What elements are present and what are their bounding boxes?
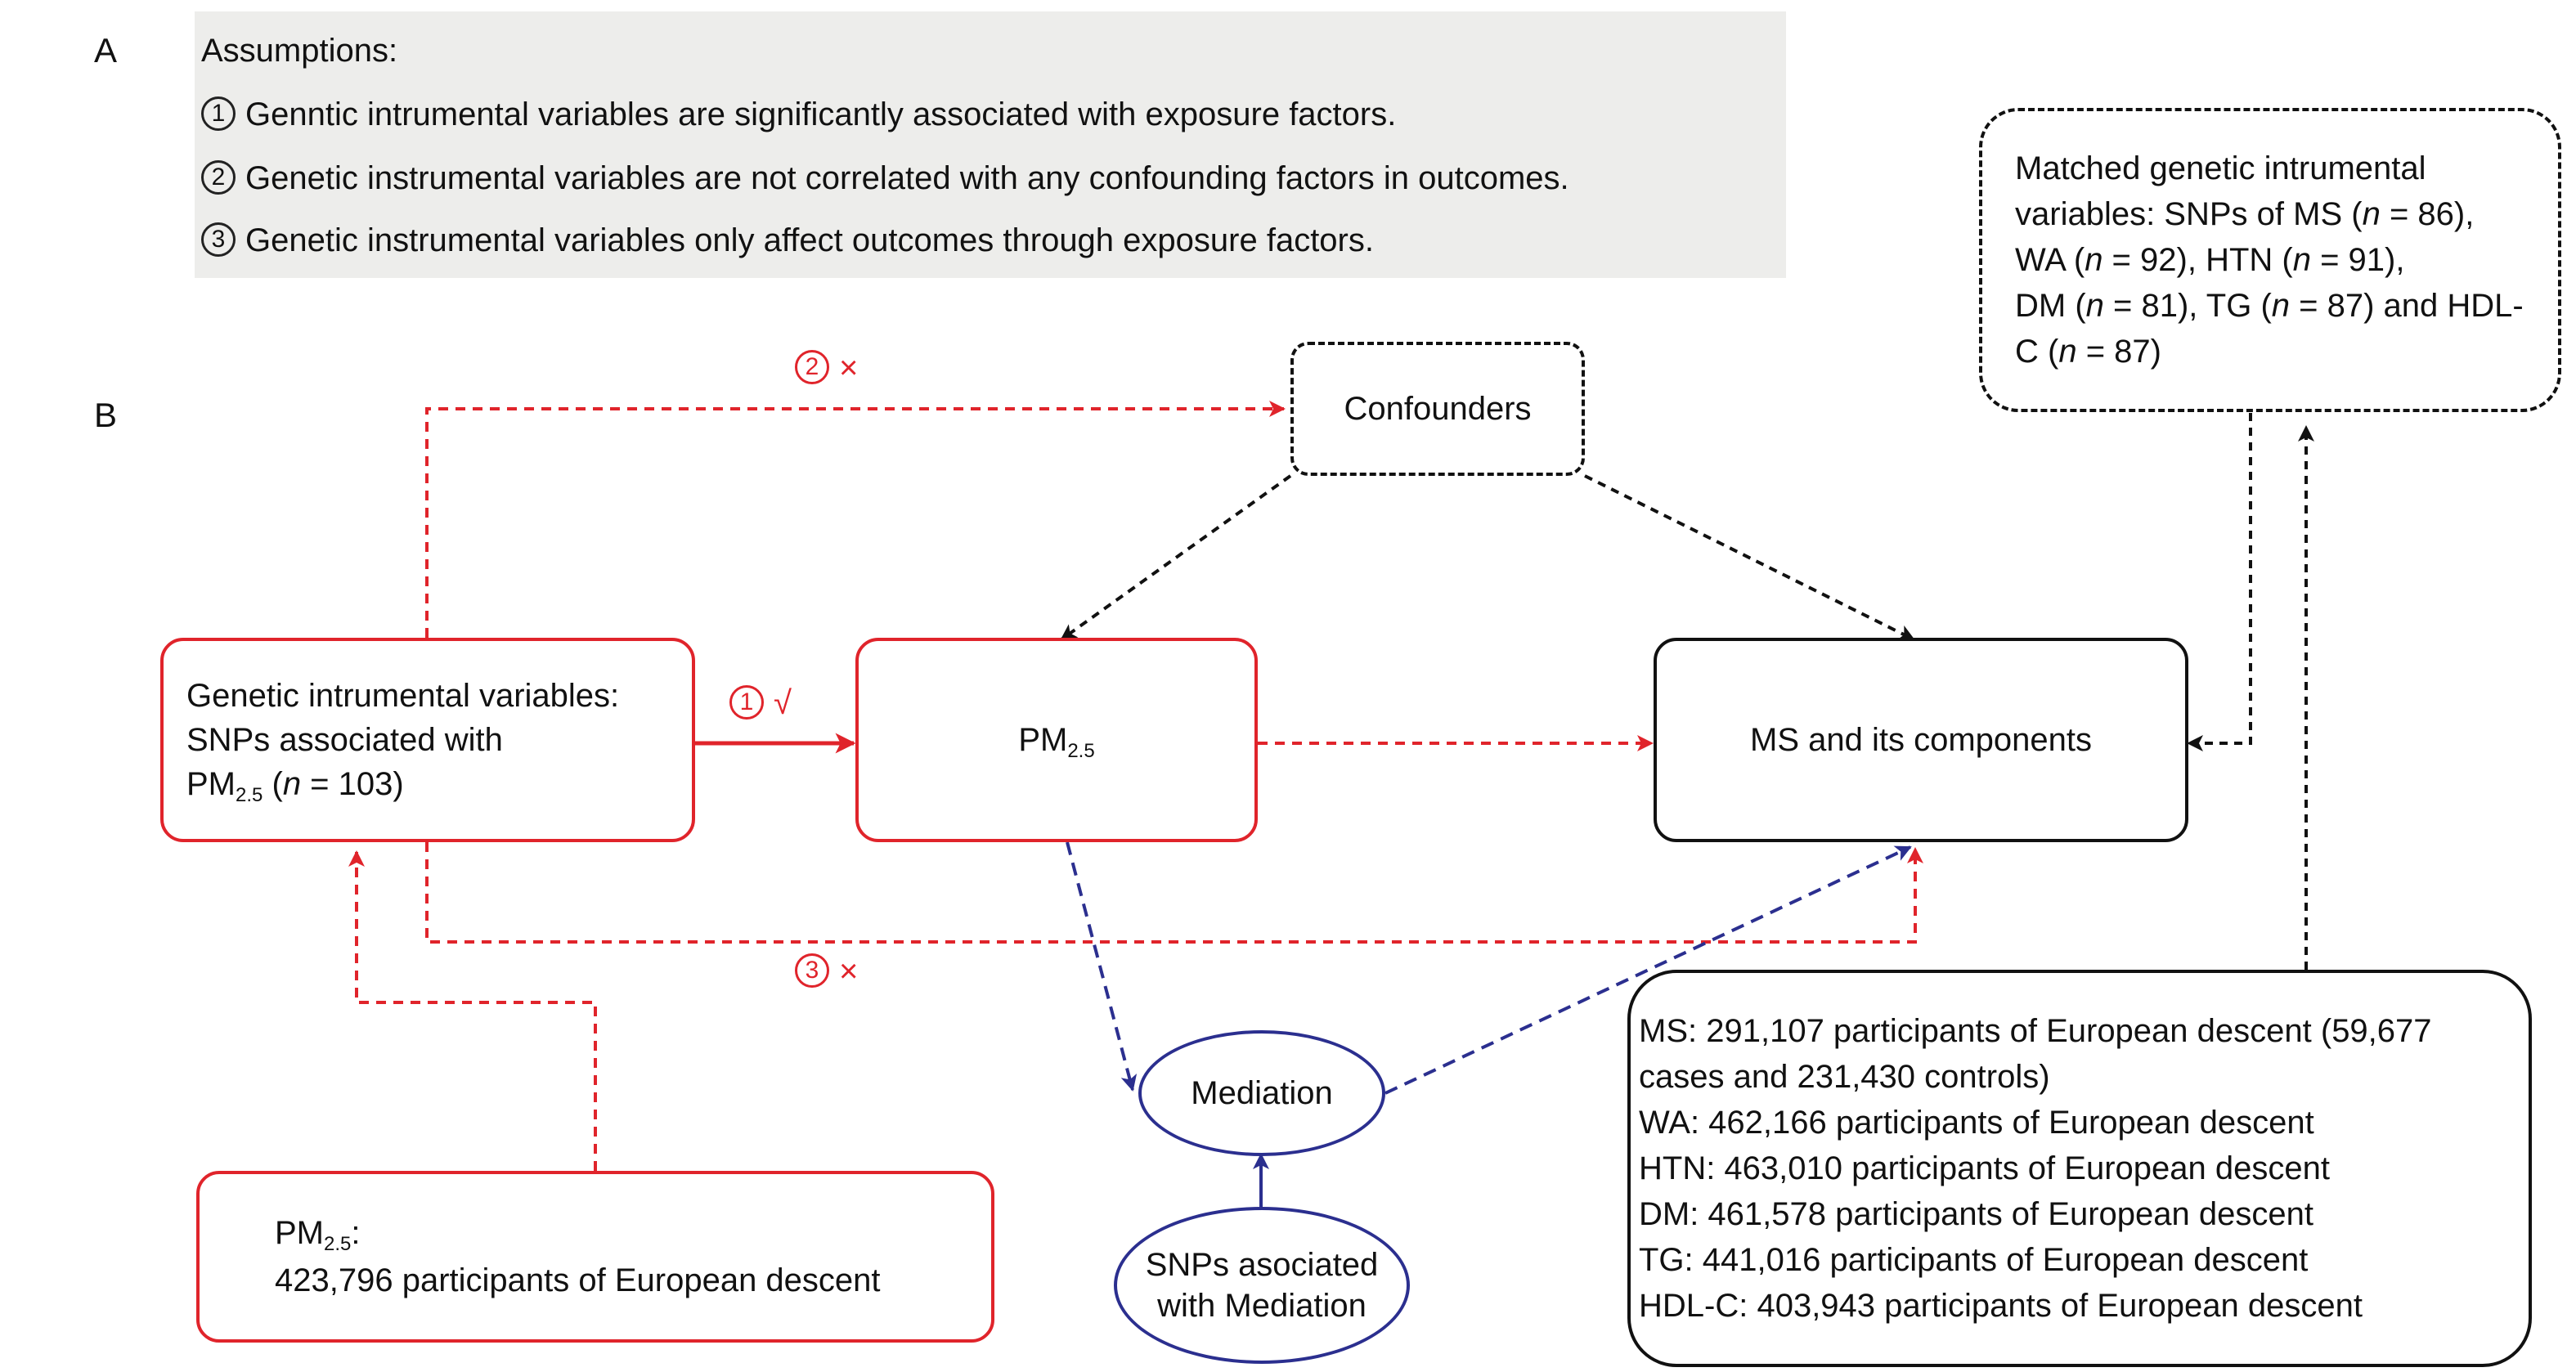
panel-b-label: B bbox=[94, 396, 118, 434]
matched-l3a: WA ( bbox=[2015, 242, 2085, 278]
pm25-gwas-box: PM2.5: 423,796 participants of European … bbox=[196, 1171, 994, 1343]
outcome-gwas-box: MS: 291,107 participants of European des… bbox=[1627, 970, 2532, 1367]
matched-line-5: C (n = 87) bbox=[2015, 329, 2558, 374]
matched-l5n: n bbox=[2058, 334, 2077, 370]
edge-label-assumption-1: 1√ bbox=[729, 685, 792, 722]
matched-iv-box: Matched genetic intrumental variables: S… bbox=[1979, 108, 2561, 412]
assumption-3-number: 3 bbox=[201, 222, 236, 258]
edge-label-assumption-2: 2× bbox=[795, 350, 858, 387]
arrow-pm25-gwas-to-iv bbox=[348, 850, 597, 1171]
ms-outcome-box: MS and its components bbox=[1654, 638, 2188, 842]
pm25-gwas-sub: 2.5 bbox=[324, 1233, 352, 1255]
ms-label: MS and its components bbox=[1750, 722, 2092, 758]
assumptions-title: Assumptions: bbox=[201, 33, 398, 69]
outcome-gwas-list: MS: 291,107 participants of European des… bbox=[1639, 1008, 2529, 1329]
arrow-pm25-to-mediation bbox=[1066, 841, 1138, 1092]
matched-l2b: = 86), bbox=[2380, 196, 2475, 232]
assumption-2-number: 2 bbox=[201, 160, 236, 195]
outcome-gwas-ms-2: cases and 231,430 controls) bbox=[1639, 1059, 2050, 1095]
pm25-text: PM bbox=[1018, 722, 1068, 758]
matched-l3n2: n bbox=[2292, 242, 2311, 278]
mediation-node: Mediation bbox=[1138, 1030, 1385, 1156]
matched-l4c: = 87) and HDL- bbox=[2290, 288, 2524, 324]
matched-l3n: n bbox=[2085, 242, 2103, 278]
assumption-1-number: 1 bbox=[201, 96, 236, 132]
assumption-3-text: Genetic instrumental variables only affe… bbox=[245, 222, 1374, 258]
arrow-mediation-to-ms bbox=[1384, 845, 1912, 1095]
matched-l5b: = 87) bbox=[2076, 334, 2161, 370]
outcome-gwas-wa: WA: 462,166 participants of European des… bbox=[1639, 1105, 2314, 1141]
matched-l4n2: n bbox=[2271, 288, 2291, 324]
assumption-2-text: Genetic instrumental variables are not c… bbox=[245, 160, 1569, 196]
iv-pm-sub: 2.5 bbox=[236, 784, 263, 806]
arrow-matched-to-ms bbox=[2187, 413, 2252, 751]
matched-l5a: C ( bbox=[2015, 334, 2059, 370]
edge-label-1-mark: √ bbox=[774, 685, 792, 721]
iv-line-1: Genetic intrumental variables: bbox=[186, 678, 620, 714]
pm25-exposure-box: PM2.5 bbox=[855, 638, 1258, 842]
matched-line-4: DM (n = 81), TG (n = 87) and HDL- bbox=[2015, 283, 2558, 329]
arrow-confounders-to-pm25 bbox=[1060, 474, 1292, 641]
pm25-gwas-pm: PM bbox=[275, 1215, 324, 1251]
pm25-gwas-line-1: PM2.5: bbox=[275, 1209, 991, 1257]
iv-line-3: PM2.5 (n = 103) bbox=[186, 762, 692, 806]
outcome-gwas-ms-1: MS: 291,107 participants of European des… bbox=[1639, 1013, 2432, 1049]
outcome-gwas-htn: HTN: 463,010 participants of European de… bbox=[1639, 1150, 2330, 1186]
assumption-2: 2 Genetic instrumental variables are not … bbox=[201, 159, 1569, 198]
matched-l2a: variables: SNPs of MS ( bbox=[2015, 196, 2363, 232]
confounders-box: Confounders bbox=[1290, 342, 1585, 476]
matched-line-1: Matched genetic intrumental bbox=[2015, 150, 2426, 186]
matched-line-3: WA (n = 92), HTN (n = 91), bbox=[2015, 237, 2558, 283]
matched-l4a: DM ( bbox=[2015, 288, 2086, 324]
pm25-label: PM2.5 bbox=[1018, 718, 1094, 762]
iv-line-2: SNPs associated with bbox=[186, 722, 503, 758]
arrow-confounders-to-ms bbox=[1584, 474, 1915, 641]
snps-mediation-node: SNPs asociated with Mediation bbox=[1114, 1207, 1410, 1364]
matched-l3b: = 92), HTN ( bbox=[2103, 242, 2293, 278]
matched-l4b: = 81), TG ( bbox=[2103, 288, 2272, 324]
outcome-gwas-hdlc: HDL-C: 403,943 participants of European … bbox=[1639, 1288, 2363, 1324]
matched-l4n: n bbox=[2085, 288, 2104, 324]
pm25-sub: 2.5 bbox=[1067, 740, 1095, 762]
edge-label-assumption-3: 3× bbox=[795, 953, 858, 990]
assumption-1-text: Genntic intrumental variables are signif… bbox=[245, 96, 1397, 132]
mediation-label: Mediation bbox=[1191, 1075, 1333, 1111]
iv-count: = 103) bbox=[301, 766, 404, 802]
genetic-iv-box: Genetic intrumental variables: SNPs asso… bbox=[160, 638, 695, 842]
edge-label-2-mark: × bbox=[839, 350, 859, 386]
outcome-gwas-dm: DM: 461,578 participants of European des… bbox=[1639, 1196, 2313, 1232]
confounders-label: Confounders bbox=[1344, 391, 1532, 427]
snps-mediation-line-1: SNPs asociated bbox=[1145, 1247, 1379, 1283]
snps-mediation-line-2: with Mediation bbox=[1157, 1288, 1367, 1324]
outcome-gwas-tg: TG: 441,016 participants of European des… bbox=[1639, 1242, 2309, 1278]
iv-pm-text: PM bbox=[186, 766, 236, 802]
iv-open: ( bbox=[263, 766, 283, 802]
matched-line-2: variables: SNPs of MS (n = 86), bbox=[2015, 191, 2558, 237]
iv-n: n bbox=[282, 766, 302, 802]
edge-label-3-number: 3 bbox=[795, 953, 829, 989]
edge-label-2-number: 2 bbox=[795, 350, 829, 385]
matched-l3c: = 91), bbox=[2310, 242, 2405, 278]
arrow-iv-to-confounders bbox=[425, 401, 1286, 638]
panel-a-label: A bbox=[94, 31, 118, 69]
pm25-gwas-colon: : bbox=[351, 1215, 361, 1251]
arrow-iv-to-ms-bypass bbox=[425, 842, 1923, 944]
edge-label-3-mark: × bbox=[839, 953, 859, 989]
matched-l2n: n bbox=[2362, 196, 2381, 232]
edge-label-1-number: 1 bbox=[729, 685, 764, 720]
pm25-gwas-line-2: 423,796 participants of European descent bbox=[275, 1262, 881, 1298]
